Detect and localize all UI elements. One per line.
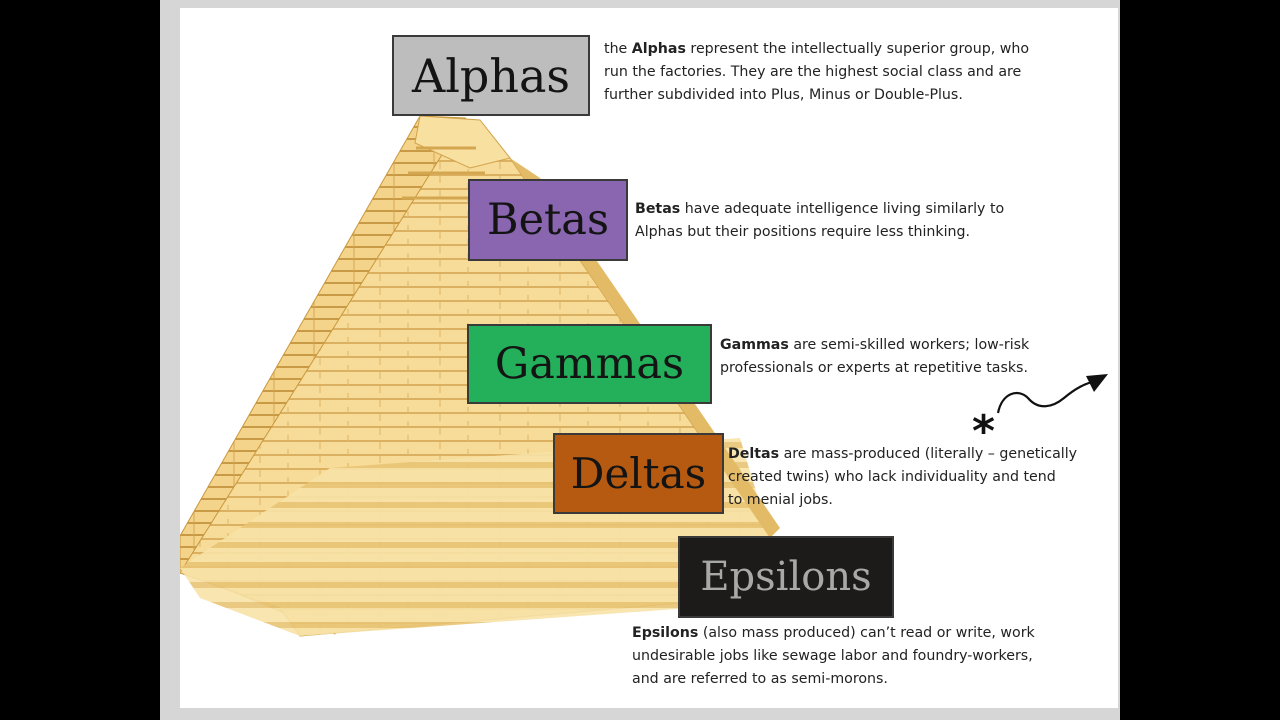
slide-frame: Alphas Betas Gammas Deltas Epsilons the … (160, 0, 1120, 720)
desc-deltas: Deltas are mass-produced (literally – ge… (728, 446, 1078, 508)
tier-label-gammas: Gammas (494, 339, 685, 389)
tier-box-deltas: Deltas (553, 433, 724, 514)
tier-label-epsilons: Epsilons (700, 554, 872, 600)
tier-label-alphas: Alphas (411, 48, 571, 103)
pyramid-apex (414, 115, 511, 169)
asterisk-mark: * (972, 406, 996, 457)
desc-alphas: the Alphas represent the intellectually … (604, 41, 1030, 103)
desc-epsilons: Epsilons (also mass produced) can’t read… (632, 625, 1035, 687)
tier-label-betas: Betas (486, 195, 610, 245)
tier-box-epsilons: Epsilons (678, 536, 894, 618)
slide-canvas: Alphas Betas Gammas Deltas Epsilons the … (180, 8, 1118, 708)
tier-box-betas: Betas (468, 179, 628, 261)
tier-box-alphas: Alphas (392, 35, 590, 116)
tier-box-gammas: Gammas (467, 324, 712, 404)
desc-gammas: Gammas are semi-skilled workers; low-ris… (720, 337, 1030, 376)
desc-betas: Betas have adequate intelligence living … (635, 201, 1005, 240)
tier-label-deltas: Deltas (570, 449, 707, 498)
